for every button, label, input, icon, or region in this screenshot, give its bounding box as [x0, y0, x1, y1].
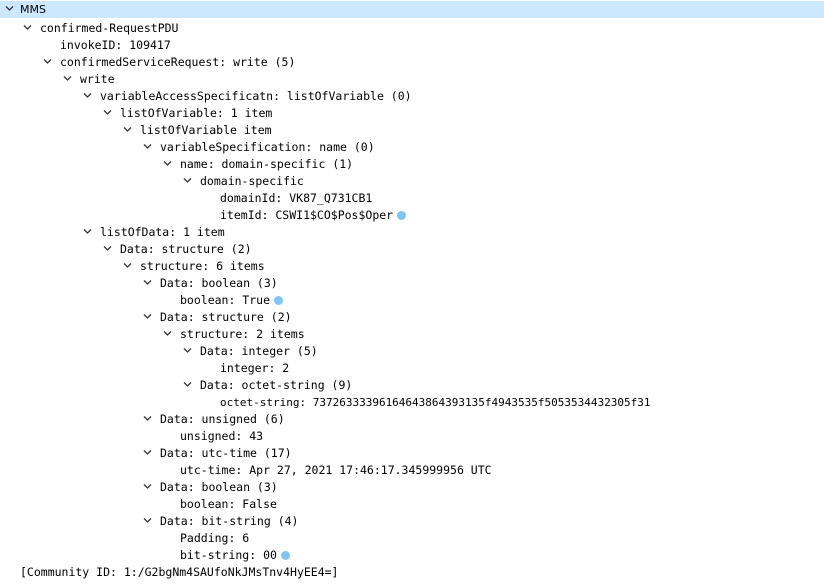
- tree-row-label: Data: structure (2): [160, 310, 292, 324]
- chevron-down-icon[interactable]: [83, 91, 92, 100]
- tree-row[interactable]: boolean: False: [0, 496, 824, 513]
- chevron-down-icon[interactable]: [103, 108, 112, 117]
- chevron-down-icon[interactable]: [143, 278, 152, 287]
- tree-row-label: Data: utc-time (17): [160, 446, 292, 460]
- chevron-down-icon[interactable]: [63, 74, 72, 83]
- chevron-down-icon[interactable]: [103, 244, 112, 253]
- tree-row[interactable]: listOfData: 1 item: [0, 224, 824, 241]
- tree-row-label: unsigned: 43: [180, 429, 264, 443]
- tree-row-label: variableAccessSpecificatn: listOfVariabl…: [100, 89, 412, 103]
- chevron-down-icon[interactable]: [143, 312, 152, 321]
- tree-row-text: itemId: CSWI1$CO$Pos$Oper: [220, 208, 394, 222]
- tree-row[interactable]: Data: integer (5): [0, 343, 824, 360]
- tree-row-label: octet-string: 73726333396164643864393135…: [220, 396, 651, 409]
- tree-row-label: listOfData: 1 item: [100, 225, 225, 239]
- tree-row[interactable]: structure: 6 items: [0, 258, 824, 275]
- tree-row-label: itemId: CSWI1$CO$Pos$Oper: [220, 208, 407, 223]
- tree-row-label: confirmed-RequestPDU: [40, 21, 179, 35]
- chevron-down-icon[interactable]: [143, 482, 152, 491]
- chevron-down-icon[interactable]: [143, 448, 152, 457]
- tree-row-label: write: [80, 72, 115, 86]
- tree-row-label: invokeID: 109417: [60, 38, 171, 52]
- tree-row-label: [Community ID: 1:/G2bgNm4SAUfoNkJMsTnv4H…: [20, 565, 339, 579]
- tree-row-label: MMS: [20, 3, 46, 16]
- tree-row[interactable]: invokeID: 109417: [0, 37, 824, 54]
- chevron-down-icon[interactable]: [143, 142, 152, 151]
- tree-row-label: integer: 2: [220, 361, 290, 375]
- tree-row-label: name: domain-specific (1): [180, 157, 354, 171]
- chevron-down-icon[interactable]: [83, 227, 92, 236]
- chevron-down-icon[interactable]: [123, 261, 132, 270]
- tree-row-text: boolean: True: [180, 293, 271, 307]
- tree-row-label: domain-specific: [200, 174, 304, 188]
- tree-row-label: structure: 6 items: [140, 259, 265, 273]
- tree-row[interactable]: bit-string: 00: [0, 547, 824, 564]
- tree-row-label: listOfVariable item: [140, 123, 272, 137]
- tree-row[interactable]: Data: bit-string (4): [0, 513, 824, 530]
- tree-row[interactable]: Padding: 6: [0, 530, 824, 547]
- tree-row[interactable]: confirmed-RequestPDU: [0, 20, 824, 37]
- tree-row[interactable]: Data: octet-string (9): [0, 377, 824, 394]
- tree-row-label: Data: octet-string (9): [200, 378, 353, 392]
- chevron-down-icon[interactable]: [5, 4, 14, 13]
- tree-row-label: Data: structure (2): [120, 242, 252, 256]
- chevron-down-icon[interactable]: [163, 329, 172, 338]
- chevron-down-icon[interactable]: [183, 176, 192, 185]
- tree-row[interactable]: utc-time: Apr 27, 2021 17:46:17.34599995…: [0, 462, 824, 479]
- tree-row[interactable]: Data: structure (2): [0, 309, 824, 326]
- tree-row[interactable]: integer: 2: [0, 360, 824, 377]
- tree-row[interactable]: Data: structure (2): [0, 241, 824, 258]
- chevron-down-icon[interactable]: [143, 414, 152, 423]
- tree-row[interactable]: domainId: VK87_Q731CB1: [0, 190, 824, 207]
- tree-row[interactable]: unsigned: 43: [0, 428, 824, 445]
- chevron-down-icon[interactable]: [143, 516, 152, 525]
- tree-row[interactable]: confirmedServiceRequest: write (5): [0, 54, 824, 71]
- tree-row-community-id[interactable]: [Community ID: 1:/G2bgNm4SAUfoNkJMsTnv4H…: [0, 564, 824, 581]
- tree-row-label: Data: boolean (3): [160, 480, 278, 494]
- tree-row-label: Data: boolean (3): [160, 276, 278, 290]
- tree-row-label: listOfVariable: 1 item: [120, 106, 273, 120]
- tree-row[interactable]: listOfVariable: 1 item: [0, 105, 824, 122]
- tree-row-label: boolean: True: [180, 293, 284, 308]
- tree-row[interactable]: Data: boolean (3): [0, 275, 824, 292]
- chevron-down-icon[interactable]: [163, 159, 172, 168]
- tree-row-label: Data: integer (5): [200, 344, 318, 358]
- chevron-down-icon[interactable]: [23, 23, 32, 32]
- tree-row-mms[interactable]: MMS: [0, 1, 824, 18]
- tree-row[interactable]: Data: boolean (3): [0, 479, 824, 496]
- tree-row[interactable]: boolean: True: [0, 292, 824, 309]
- chevron-down-icon[interactable]: [123, 125, 132, 134]
- tree-row-label: boolean: False: [180, 497, 277, 511]
- chevron-down-icon[interactable]: [43, 57, 52, 66]
- tree-row-label: utc-time: Apr 27, 2021 17:46:17.34599995…: [180, 463, 492, 477]
- tree-row-label: domainId: VK87_Q731CB1: [220, 191, 373, 205]
- field-marker-icon: [280, 551, 290, 560]
- chevron-down-icon[interactable]: [183, 346, 192, 355]
- tree-row[interactable]: domain-specific: [0, 173, 824, 190]
- tree-row-text: bit-string: 00: [180, 548, 277, 562]
- tree-row-label: variableSpecification: name (0): [160, 140, 375, 154]
- tree-row[interactable]: itemId: CSWI1$CO$Pos$Oper: [0, 207, 824, 224]
- tree-row-label: bit-string: 00: [180, 548, 290, 563]
- tree-row-label: confirmedServiceRequest: write (5): [60, 55, 296, 69]
- tree-row[interactable]: Data: utc-time (17): [0, 445, 824, 462]
- tree-row-label: Padding: 6: [180, 531, 250, 545]
- tree-row-label: Data: bit-string (4): [160, 514, 299, 528]
- tree-row[interactable]: variableAccessSpecificatn: listOfVariabl…: [0, 88, 824, 105]
- tree-row-label: Data: unsigned (6): [160, 412, 285, 426]
- chevron-down-icon[interactable]: [183, 380, 192, 389]
- tree-row[interactable]: name: domain-specific (1): [0, 156, 824, 173]
- tree-row[interactable]: variableSpecification: name (0): [0, 139, 824, 156]
- tree-row-label: structure: 2 items: [180, 327, 305, 341]
- tree-row[interactable]: structure: 2 items: [0, 326, 824, 343]
- tree-row[interactable]: octet-string: 73726333396164643864393135…: [0, 394, 824, 411]
- tree-row[interactable]: Data: unsigned (6): [0, 411, 824, 428]
- tree-row[interactable]: listOfVariable item: [0, 122, 824, 139]
- field-marker-icon: [274, 296, 284, 305]
- field-marker-icon: [397, 211, 407, 220]
- tree-row[interactable]: write: [0, 71, 824, 88]
